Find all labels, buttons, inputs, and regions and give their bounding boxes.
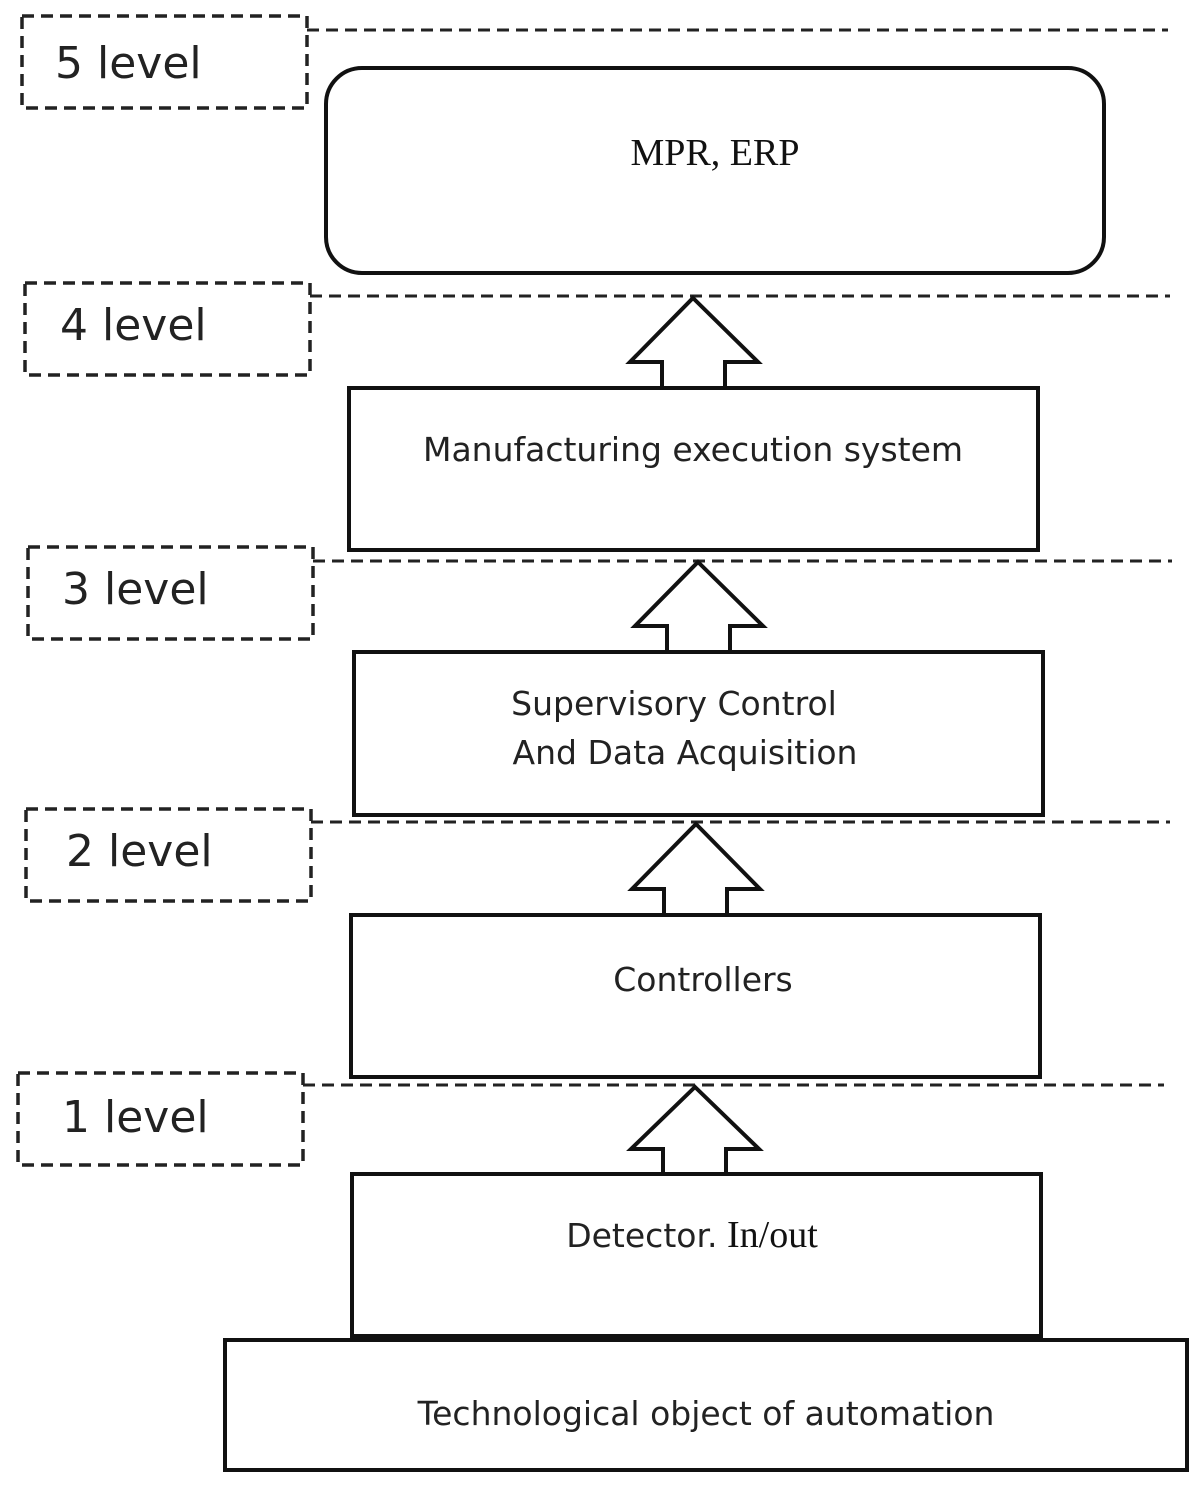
level-1-box <box>16 1071 305 1167</box>
level-3-label: 3 level <box>62 564 209 615</box>
level-2-marker: 2 level <box>24 807 1170 903</box>
mes-block: Manufacturing execution system <box>347 386 1040 552</box>
mes-block-shape <box>347 386 1040 552</box>
level-4-label: 4 level <box>60 300 207 351</box>
level-5-marker: 5 level <box>20 14 1168 110</box>
detector-block-shape <box>350 1172 1043 1338</box>
detector-block-label-part1: Detector. <box>566 1216 717 1255</box>
level-2-label: 2 level <box>66 826 213 877</box>
erp-block-label: MPR, ERP <box>631 132 800 174</box>
level-4-box <box>23 281 312 377</box>
detector-block-label: Detector. In/out <box>566 1214 818 1256</box>
controllers-block: Controllers <box>349 913 1042 1079</box>
level-3-marker: 3 level <box>26 545 1172 641</box>
object-block: Technological object of automation <box>223 1338 1189 1472</box>
arrow-up-controllers-to-scada <box>627 821 765 917</box>
mes-block-label: Manufacturing execution system <box>423 430 963 469</box>
controllers-block-shape <box>349 913 1042 1079</box>
detector-block: Detector. In/out <box>350 1172 1043 1338</box>
level-1-marker: 1 level <box>16 1071 1164 1167</box>
scada-block-shape <box>352 650 1045 817</box>
level-1-label: 1 level <box>62 1092 209 1143</box>
arrow-up-scada-to-mes <box>630 559 768 654</box>
object-block-label: Technological object of automation <box>417 1394 995 1433</box>
object-block-shape <box>223 1338 1189 1472</box>
arrow-up-mes-to-erp <box>625 295 763 390</box>
controllers-block-label: Controllers <box>613 960 793 999</box>
scada-block-label-line2: And Data Acquisition <box>513 733 858 772</box>
level-5-label: 5 level <box>55 38 202 89</box>
scada-block: Supervisory Control And Data Acquisition <box>352 650 1045 817</box>
level-2-box <box>24 807 313 903</box>
erp-block-shape <box>324 66 1106 275</box>
scada-block-label-line1: Supervisory Control <box>511 684 837 723</box>
arrow-up-detector-to-controllers <box>626 1084 764 1176</box>
detector-block-label-part2: In/out <box>717 1214 818 1256</box>
level-3-box <box>26 545 315 641</box>
erp-block: MPR, ERP <box>324 66 1106 275</box>
level-5-box <box>20 14 309 110</box>
level-4-marker: 4 level <box>23 281 1170 377</box>
